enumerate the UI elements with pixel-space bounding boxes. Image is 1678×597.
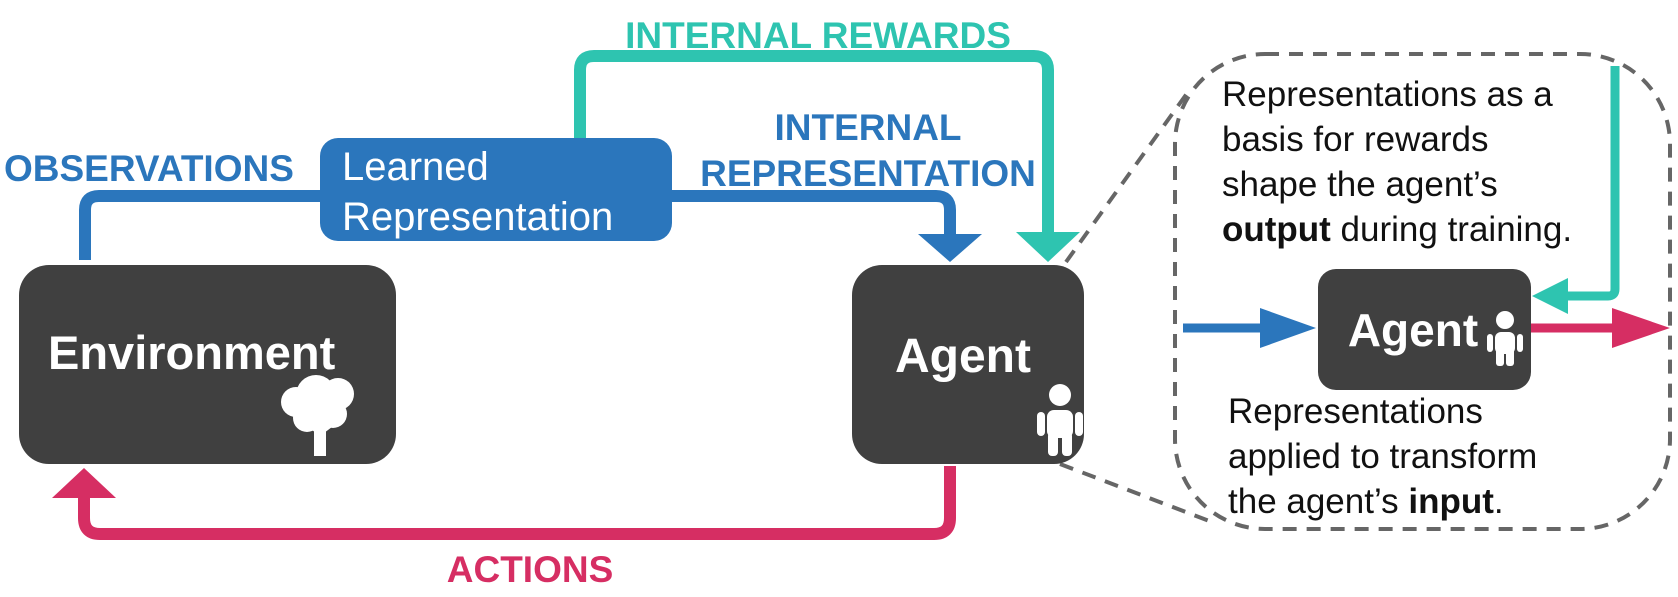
zoom-line-top: [1064, 90, 1190, 264]
zoom-callout-frame: [1173, 52, 1672, 531]
zoom-line-bottom: [1059, 462, 1213, 524]
environment-title: Environment: [48, 326, 336, 379]
callout-top-line4-rest: during training.: [1331, 210, 1572, 249]
callout-agent-title: Agent: [1348, 304, 1478, 356]
actions-arrow-line: [78, 466, 956, 540]
learned-representation-box: [320, 138, 672, 241]
callout-bottom-prefix: the agent’s: [1228, 482, 1408, 521]
callout-top-line2: basis for rewards: [1222, 120, 1488, 159]
internal-representation-label-line1: INTERNAL: [774, 107, 961, 148]
callout-reward-arrowhead: [1532, 278, 1568, 314]
callout-bottom-line1: Representations: [1228, 392, 1483, 431]
internal-representation-arrowhead: [918, 234, 982, 262]
internal-rewards-label: INTERNAL REWARDS: [625, 15, 1011, 56]
observations-label: OBSERVATIONS: [4, 148, 294, 189]
callout-input-word: input: [1408, 482, 1494, 521]
callout-output-arrowhead: [1612, 308, 1670, 348]
tree-icon: [281, 375, 354, 456]
internal-rewards-arrow-line: [574, 50, 1054, 236]
learned-representation-line2: Representation: [342, 195, 613, 239]
agent-box: [852, 265, 1084, 464]
callout-bottom-suffix: .: [1494, 482, 1504, 521]
actions-arrowhead: [52, 468, 116, 498]
callout-bottom-line3: the agent’s input.: [1228, 482, 1504, 521]
callout-agent-box: [1318, 269, 1531, 390]
callout-child-icon: [1487, 311, 1523, 366]
callout-reward-arrow-line: [1560, 66, 1620, 301]
agent-title: Agent: [895, 330, 1031, 383]
internal-representation-arrow-line: [660, 190, 956, 236]
child-icon: [1037, 384, 1083, 456]
internal-representation-label-line2: REPRESENTATION: [700, 153, 1036, 194]
actions-label: ACTIONS: [447, 549, 614, 590]
internal-rewards-arrowhead: [1016, 232, 1080, 262]
callout-output-word: output: [1222, 210, 1331, 249]
learned-representation-line1: Learned: [342, 145, 489, 189]
callout-bottom-line2: applied to transform: [1228, 437, 1537, 476]
observations-arrow-line: [79, 190, 330, 260]
callout-top-line1: Representations as a: [1222, 75, 1553, 114]
callout-top-line3: shape the agent’s: [1222, 165, 1498, 204]
callout-input-arrowhead: [1260, 308, 1316, 348]
callout-top-line4: output during training.: [1222, 210, 1572, 249]
